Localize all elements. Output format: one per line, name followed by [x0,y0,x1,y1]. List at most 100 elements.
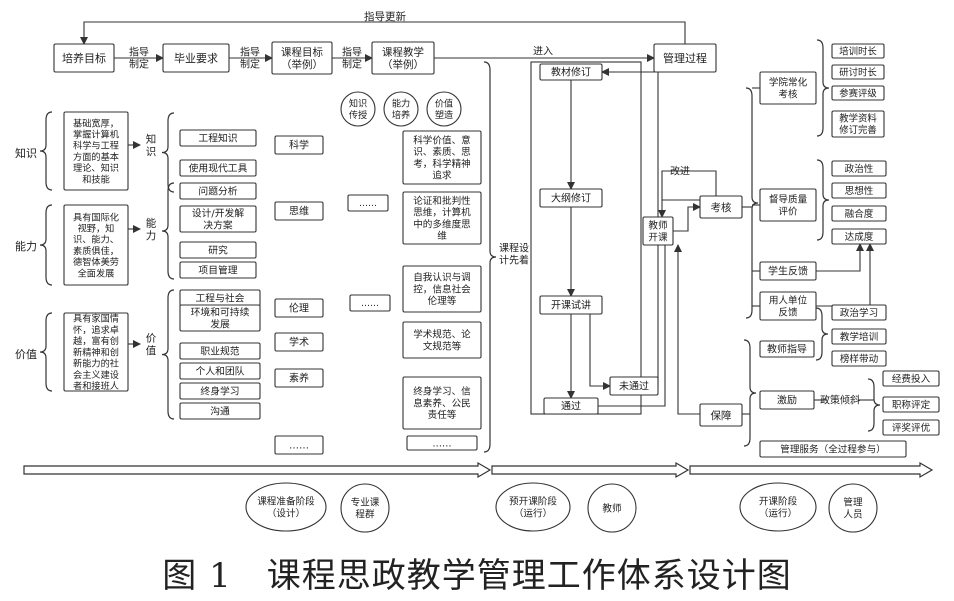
grad-req-item [179,342,261,360]
support-guide-label: 教师指导 [767,343,807,356]
node-course-teaching [371,41,435,75]
academy-brace [816,39,830,137]
course-goal-item-label: 科学 [289,139,309,152]
course-goal-item-label: …… [289,441,309,452]
ellipsis-box [349,294,391,312]
assess-student-label: 学生反馈 [768,265,808,278]
assess-employer-label: 用人单位反馈 [769,295,808,319]
role-course-group [340,483,390,533]
stage-open [739,482,817,532]
grad-req-item-label: 终身学习 [200,385,239,398]
support-incentive [759,390,815,410]
support-incentive-label: 激励 [777,394,797,407]
role-course-group-label: 专业课程群 [351,497,380,521]
incentive-item-label: 评奖评优 [892,422,931,434]
course-goal-item-label: 伦理 [289,302,309,315]
grad-req-item [179,241,257,259]
grad-req-item-label: 工程知识 [198,132,237,145]
incentive-item [882,396,940,413]
guide-item [831,304,887,321]
academy-item-label: 培训时长 [839,45,877,57]
link-guide-3: 指导制定 [342,46,362,71]
support-service-label: 管理服务（全过程参与） [780,443,886,455]
step-trial [539,295,603,315]
step-trial-label: 开课试讲 [551,299,591,312]
grad-req-item-label: 研究 [208,244,228,257]
role-management-staff-label: 管理人员 [843,497,863,521]
link-guide-1: 指导制定 [129,46,149,71]
academy-item-label: 教学资料修订完善 [839,113,877,136]
node-assess-label: 考核 [711,201,732,214]
stage-arrow-2 [491,461,690,479]
category-sub: 知识 [146,132,157,158]
category-desc-label: 具有国际化视野，知识、能力、素质俱佳，德智体美劳全面发展 [73,211,119,279]
step-fail-label: 未通过 [619,380,649,393]
teaching-box-label: 科学价值、意识、素质、思考，科学精神追求 [413,134,471,181]
category-sub: 价值 [146,332,157,357]
teaching-box-label: …… [432,438,451,449]
teaching-box-label: 自我认识与调控，信息社会伦理等 [413,272,471,307]
teaching-box-label: 终身学习、信息素养、公民责任等 [413,386,471,421]
step-textbook-label: 教材修订 [551,66,591,79]
node-teacher-open-label: 教师开课 [648,220,668,244]
node-training-goal [53,43,115,73]
process-frame [530,61,642,415]
guide-item-label: 榜样带动 [840,353,879,365]
assess-brace [745,87,759,319]
teaching-box [402,376,482,430]
category-brace [39,111,53,191]
items-brace [161,182,175,280]
step-pass-label: 通过 [561,400,581,413]
grad-req-item [179,182,257,200]
stage-prep-label: 课程准备阶段（设计） [257,496,315,520]
course-goal-item [274,368,324,388]
support-service [759,440,907,458]
step-syllabus-label: 大纲修订 [551,192,591,205]
category-label: 价值 [15,348,37,361]
step-fail [609,376,659,396]
course-goal-item [274,135,324,155]
course-goal-item [274,332,324,352]
category-desc-label: 具有家国情怀，追求卓越，富有创新精神和创新能力的社会主义建设者和接班人 [73,313,119,392]
grad-req-item [179,362,261,380]
category-desc-label: 基础宽厚，掌握计算机科学与工程方面的基本理论、知识和技能 [73,117,119,185]
process-brace-label: 课程设计先着 [499,243,529,267]
grad-req-item-label: 项目管理 [198,264,237,277]
category-label: 知识 [15,146,37,160]
course-goal-item-label: 思维 [289,205,309,218]
academy-item [831,85,885,101]
academy-item [831,110,885,138]
figure-caption: 图 1 课程思政教学管理工作体系设计图 [162,556,792,596]
grad-req-item-label: 工程与社会 [196,292,245,305]
course-goal-item [274,435,324,455]
grad-req-item-label: 个人和团队 [196,365,245,378]
circle-value-label: 价值塑造 [435,98,453,121]
ellipsis-box-label: …… [359,199,377,209]
quality-item-label: 融合度 [845,208,874,220]
grad-req-item [179,382,261,400]
stage-arrow-1 [23,461,492,479]
arrow-employer-to-quality [816,243,874,307]
academy-item [831,43,885,59]
category-brace [39,204,53,286]
guide-item-label: 政治学习 [840,307,878,319]
quality-item [831,205,887,222]
incentive-item-label: 职称评定 [892,399,931,411]
quality-item [831,182,887,199]
quality-item [831,228,887,245]
ellipsis-box [347,194,389,212]
grad-req-item [179,402,261,420]
arrow-to-fail [589,314,611,390]
category-desc [63,204,129,286]
quality-item-label: 思想性 [845,185,874,197]
grad-req-item-label: 沟通 [210,405,230,418]
node-teacher-open [642,216,674,246]
quality-item [831,160,887,177]
step-syllabus [539,188,603,208]
arrow-feedback [80,21,686,45]
stage-open-label: 开课阶段（运行） [759,496,798,520]
node-management-process-label: 管理过程 [663,51,707,65]
incentive-brace [867,378,881,432]
circle-knowledge-label: 知识传授 [349,98,367,121]
circle-ability-label: 能力培养 [392,98,410,121]
